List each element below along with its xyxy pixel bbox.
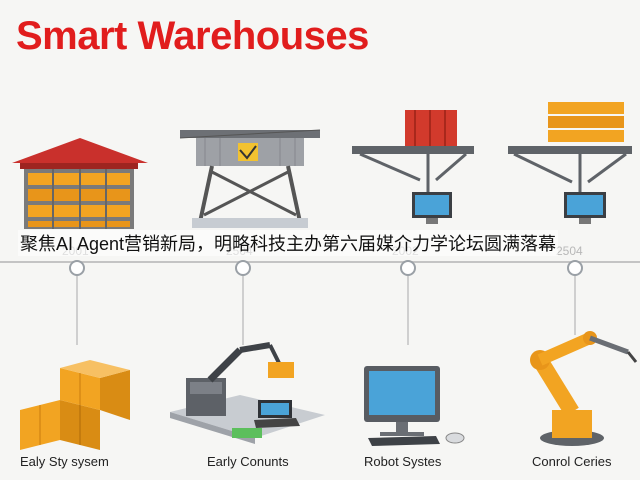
warehouse-rack-icon (12, 138, 148, 229)
timeline-node-2 (235, 260, 251, 276)
robot-arm-laptop-icon (170, 342, 325, 444)
caption-1: Ealy Sty sysem (20, 454, 109, 469)
overlay-headline: 聚焦AI Agent营销新局，明略科技主办第六届媒介力学论坛圆满落幕 (18, 230, 559, 256)
industrial-robot-arm-icon (530, 331, 638, 446)
year-label-4: 2504 (556, 244, 583, 258)
pallet-boxes-icon (20, 360, 130, 450)
computer-monitor-icon (364, 366, 465, 446)
caption-2: Early Conunts (207, 454, 289, 469)
timeline (0, 260, 640, 345)
crane-pallet-monitor-icon (508, 102, 632, 224)
caption-3: Robot Systes (364, 454, 442, 469)
timeline-node-3 (400, 260, 416, 276)
timeline-node-4 (567, 260, 583, 276)
gantry-container-icon (179, 129, 321, 228)
crane-container-monitor-icon (352, 110, 474, 224)
caption-4: Conrol Ceries (532, 454, 612, 469)
page-title: Smart Warehouses (16, 14, 369, 58)
timeline-node-1 (69, 260, 85, 276)
